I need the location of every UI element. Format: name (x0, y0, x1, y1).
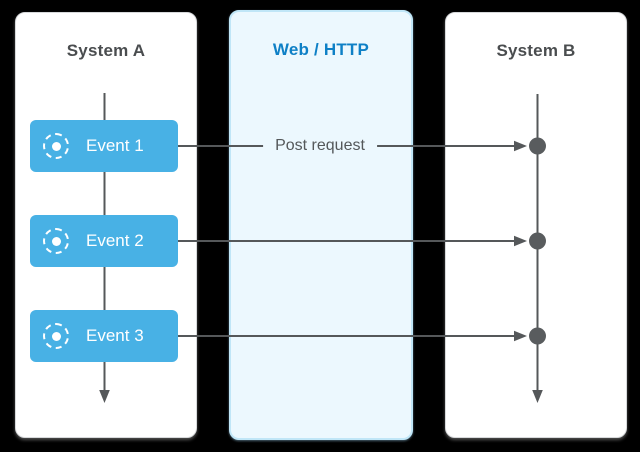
panel-system-a-title: System A (66, 41, 146, 60)
arrow-event-3-head-icon (514, 330, 527, 342)
panel-web-http-title: Web / HTTP (272, 40, 370, 59)
event-box-3: Event 3 (30, 310, 178, 362)
dashed-circle-dot-icon (43, 133, 69, 159)
arrow-event-1-head-icon (514, 140, 527, 152)
panel-system-b-title: System B (496, 41, 576, 60)
lifeline-b-arrowhead-icon (532, 390, 543, 403)
receive-dot-1 (529, 137, 546, 155)
arrow-event-2-head-icon (514, 235, 527, 247)
lifeline-a-arrowhead-icon (99, 390, 110, 403)
event-2-label: Event 2 (86, 231, 144, 250)
event-3-label: Event 3 (86, 326, 144, 345)
dashed-circle-dot-icon (43, 323, 69, 349)
event-box-2: Event 2 (30, 215, 178, 267)
receive-dot-2 (529, 232, 546, 250)
panel-web-http: Web / HTTP (229, 10, 413, 440)
panel-system-b: System B (445, 12, 627, 438)
receive-dot-3 (529, 327, 546, 345)
event-box-1: Event 1 (30, 120, 178, 172)
event-1-label: Event 1 (86, 136, 144, 155)
dashed-circle-dot-icon (43, 228, 69, 254)
arrow-label-post-request: Post request (263, 134, 377, 158)
